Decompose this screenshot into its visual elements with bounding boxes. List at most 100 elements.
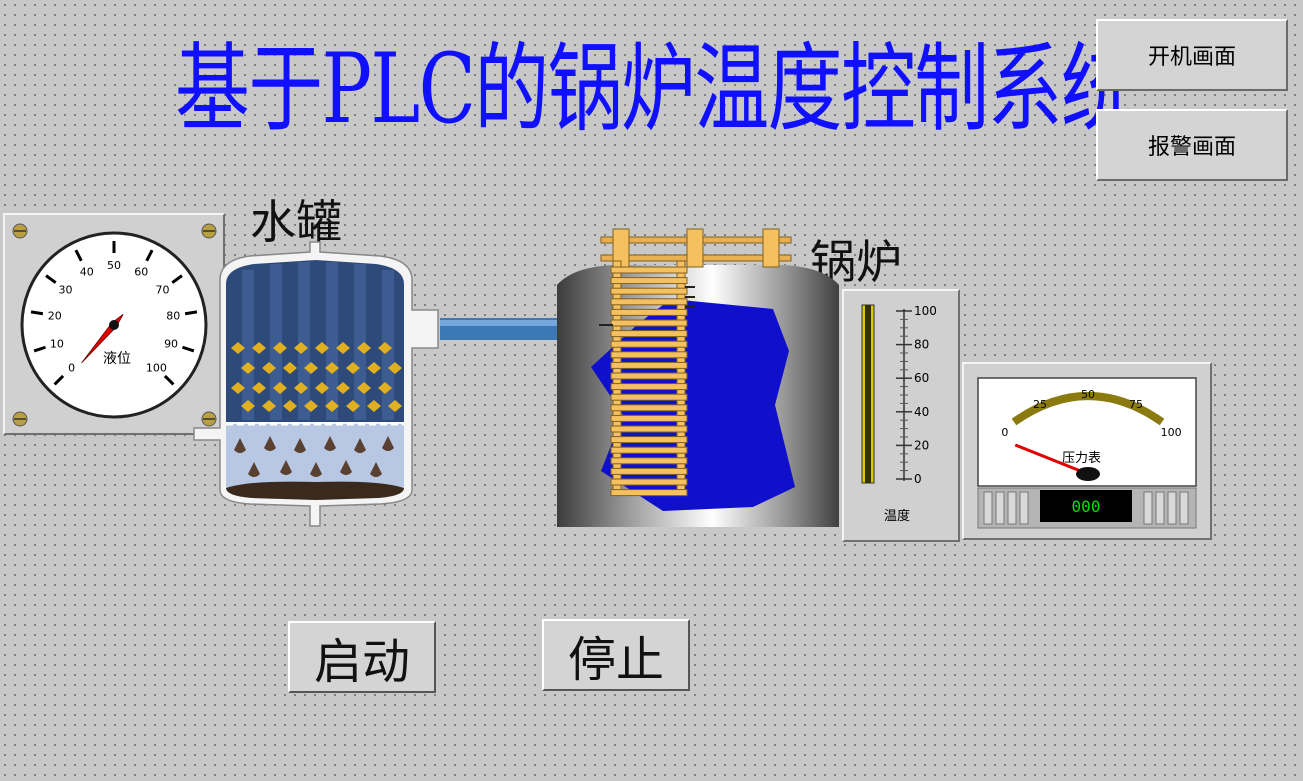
level-tick-label: 10 [50,338,64,351]
sediment-diamond [367,362,381,374]
sediment-diamond [346,362,360,374]
sediment-diamond [283,400,297,412]
level-tick-mark [74,249,83,262]
water-drop [370,462,382,477]
pressure-digital-display: 000 [1040,490,1132,522]
water-drop [248,462,260,477]
heater-rung [610,319,688,327]
level-needle-hub [109,320,119,330]
level-tick-mark [184,310,198,316]
sediment-diamond [283,362,297,374]
level-tick-mark [33,345,46,353]
pressure-tick-label: 0 [1001,426,1008,439]
level-tick-mark [163,374,175,386]
heater-rung [610,478,688,486]
pressure-tick-label: 50 [1081,388,1095,401]
sediment-diamond [304,400,318,412]
heater-rung [610,383,688,391]
heater-rung [610,351,688,359]
level-tick-label: 100 [146,361,167,374]
pressure-tick-label: 100 [1161,426,1182,439]
alarm-screen-button[interactable]: 报警画面 [1096,109,1288,181]
level-tick-label: 0 [68,361,75,374]
page-title: 基于PLC的锅炉温度控制系统 [175,33,1136,145]
level-tick-label: 90 [164,338,178,351]
start-button[interactable]: 启动 [288,621,436,693]
sediment-diamond [252,342,266,354]
level-tick-mark [30,310,44,316]
heater-rung [610,298,688,306]
temp-tick-label: 0 [914,472,922,486]
heater-rung [610,361,688,369]
level-tick-label: 50 [107,259,121,272]
level-tick-mark [45,274,57,284]
pressure-tick-label: 25 [1033,398,1047,411]
heater-rung [610,404,688,412]
sediment-diamond [262,362,276,374]
sediment-diamond [346,400,360,412]
sediment-diamond [378,342,392,354]
heater-rung [610,414,688,422]
startup-screen-button[interactable]: 开机画面 [1096,19,1288,91]
temp-tick-label: 100 [914,304,937,318]
heater-rung [610,266,688,274]
sediment-diamond [336,382,350,394]
sediment-diamond [388,400,402,412]
heater-rung [610,489,688,497]
heater-rung [610,330,688,338]
heater-rung [610,467,688,475]
heater-rung [610,393,688,401]
heater-rung [610,457,688,465]
sediment-diamond [378,382,392,394]
boiler [557,228,839,527]
pressure-gauge-panel: 0 25 50 75 100 压力表 [962,362,1212,540]
sediment-diamond [315,342,329,354]
sediment-diamond [304,362,318,374]
sediment-diamond [294,382,308,394]
level-tick-mark [145,249,154,262]
sediment-diamond [357,342,371,354]
sediment-diamond [325,362,339,374]
heater-rung [610,308,688,316]
level-gauge-label: 液位 [103,351,131,367]
sediment-diamond [367,400,381,412]
heater-rung [610,287,688,295]
sediment-diamond [325,400,339,412]
pressure-dial: 0 25 50 75 100 压力表 [977,377,1197,529]
sediment-diamond [252,382,266,394]
sediment-diamond [231,382,245,394]
level-tick-label: 60 [134,266,148,279]
pressure-needle [1014,443,1089,476]
sediment-diamond [231,342,245,354]
sediment-diamond [241,362,255,374]
level-tick-label: 70 [156,284,170,297]
sediment-diamond [273,382,287,394]
water-drop [264,436,276,451]
water-tank-label: 水罐 [250,195,342,249]
stop-button[interactable]: 停止 [542,619,690,691]
temp-tick-label: 40 [914,405,929,419]
temp-tick-label: 20 [914,438,929,452]
pressure-needle-hub [1076,467,1100,481]
heater-rung [610,277,688,285]
level-tick-label: 80 [166,310,180,323]
heater-rung [610,425,688,433]
water-drop [234,438,246,453]
heater-rung [610,372,688,380]
sediment-diamond [388,362,402,374]
sediment-diamond [336,342,350,354]
sediment-diamond [241,400,255,412]
temp-tick-label: 80 [914,338,929,352]
water-drop [382,436,394,451]
pressure-label: 压力表 [1062,451,1101,466]
level-tick-label: 40 [80,266,94,279]
water-drop [324,436,336,451]
level-tick-mark [182,345,195,353]
sediment-diamond [357,382,371,394]
pressure-tick-label: 75 [1129,398,1143,411]
temperature-label: 温度 [884,509,911,524]
